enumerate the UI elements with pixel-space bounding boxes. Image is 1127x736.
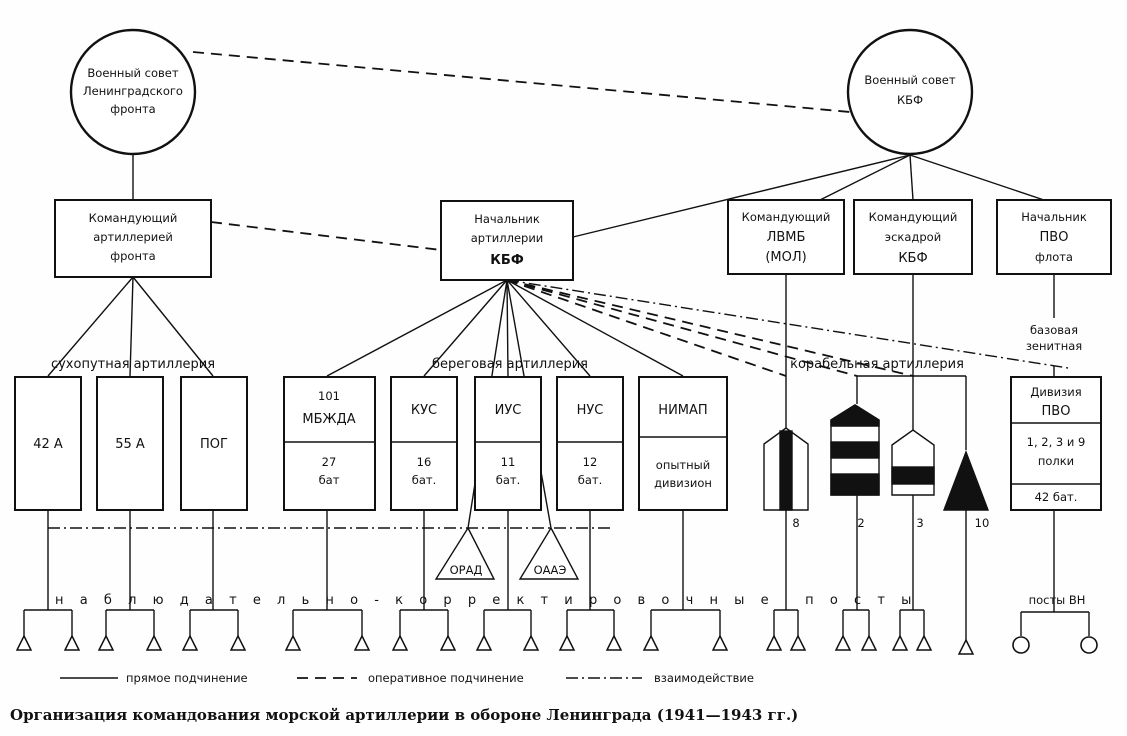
svg-text:42 А: 42 А: [33, 437, 63, 452]
unit-101-mbzhda: 101 МБЖДА 27 бат: [283, 376, 376, 511]
ship-number-8: 8: [792, 516, 799, 530]
legend-direct: прямое подчинение: [126, 671, 248, 685]
ship-number-10: 10: [975, 516, 990, 530]
svg-text:опытный: опытный: [656, 458, 710, 472]
svg-text:Начальник: Начальник: [474, 212, 540, 226]
box-chief-artillery-kbf: Начальник артиллерии КБФ: [440, 200, 574, 281]
ship-number-2: 2: [857, 516, 864, 530]
svg-text:ОРАД: ОРАД: [450, 563, 483, 577]
svg-text:Командующий: Командующий: [869, 210, 958, 224]
svg-text:Начальник: Начальник: [1021, 210, 1087, 224]
connector-lines: [23, 51, 1090, 640]
svg-text:27: 27: [322, 455, 337, 469]
label-posts-vn: посты ВН: [1029, 593, 1086, 607]
box-chief-pvo: Начальник ПВО флота: [996, 199, 1112, 275]
svg-text:артиллерии: артиллерии: [471, 231, 544, 245]
triangle-oaaz: ОААЭ: [518, 526, 580, 580]
svg-text:11: 11: [501, 455, 516, 469]
svg-text:флота: флота: [1035, 250, 1073, 264]
svg-text:(МОЛ): (МОЛ): [765, 250, 806, 265]
council-leningrad-line2: Ленинградского: [83, 84, 183, 98]
ship-symbol-2: 2: [830, 404, 880, 530]
unit-kus: КУС 16 бат.: [390, 376, 458, 511]
council-leningrad-line1: Военный совет: [87, 66, 178, 80]
label-land-artillery: сухопутная артиллерия: [51, 357, 215, 372]
svg-text:42 бат.: 42 бат.: [1035, 490, 1078, 504]
unit-55-army: 55 А: [96, 376, 164, 511]
svg-text:55 А: 55 А: [115, 437, 145, 452]
legend-interaction: взаимодействие: [654, 671, 754, 685]
svg-text:фронта: фронта: [110, 249, 155, 263]
svg-text:бат.: бат.: [496, 473, 521, 487]
svg-text:ПОГ: ПОГ: [200, 437, 228, 452]
ship-symbol-8: 8: [763, 427, 809, 530]
box-cmd-lvmb: Командующий ЛВМБ (МОЛ): [727, 199, 845, 275]
council-leningrad-front: Военный совет Ленинградского фронта: [69, 28, 197, 156]
svg-text:полки: полки: [1038, 454, 1074, 468]
label-aa-line1: базовая: [1030, 323, 1078, 337]
svg-text:НИМАП: НИМАП: [658, 403, 707, 418]
svg-text:МБЖДА: МБЖДА: [302, 412, 355, 427]
box-cmd-artillery-front: Командующий артиллерией фронта: [54, 199, 212, 278]
svg-text:101: 101: [318, 389, 340, 403]
figure-caption: Организация командования морской артилле…: [10, 706, 798, 724]
svg-text:КБФ: КБФ: [490, 253, 524, 268]
label-coastal-artillery: береговая артиллерия: [432, 357, 588, 372]
unit-pvo-division: Дивизия ПВО 1, 2, 3 и 9 полки 42 бат.: [1010, 376, 1102, 511]
svg-text:ПВО: ПВО: [1040, 230, 1069, 245]
svg-text:артиллерией: артиллерией: [93, 230, 173, 244]
council-kbf-line1: Военный совет: [864, 73, 955, 87]
svg-text:12: 12: [583, 455, 598, 469]
ship-number-3: 3: [916, 516, 923, 530]
svg-text:дивизион: дивизион: [654, 476, 712, 490]
council-kbf: Военный совет КБФ: [846, 28, 974, 156]
post-vn-circles: [1012, 636, 1098, 654]
label-ship-artillery: корабельная артиллерия: [790, 357, 964, 372]
svg-text:ЛВМБ: ЛВМБ: [767, 230, 806, 245]
svg-text:16: 16: [417, 455, 432, 469]
box-cmd-squadron: Командующий эскадрой КБФ: [853, 199, 973, 275]
unit-nimap: НИМАП опытный дивизион: [638, 376, 728, 511]
council-kbf-line2: КБФ: [897, 93, 923, 107]
svg-text:ПВО: ПВО: [1042, 404, 1071, 419]
svg-text:КБФ: КБФ: [898, 251, 927, 266]
svg-text:НУС: НУС: [577, 403, 604, 418]
svg-text:Командующий: Командующий: [742, 210, 831, 224]
svg-text:бат.: бат.: [412, 473, 437, 487]
ship-symbol-3: 3: [891, 429, 935, 530]
post-triangles: [15, 634, 975, 655]
svg-text:1, 2, 3 и 9: 1, 2, 3 и 9: [1027, 435, 1086, 449]
council-leningrad-line3: фронта: [110, 102, 155, 116]
label-observation-posts: наблюдательно-корректировочные посты: [55, 593, 928, 608]
unit-pog: ПОГ: [180, 376, 248, 511]
svg-text:бат.: бат.: [578, 473, 603, 487]
svg-text:эскадрой: эскадрой: [885, 230, 941, 244]
svg-text:КУС: КУС: [411, 403, 437, 418]
unit-nus: НУС 12 бат.: [556, 376, 624, 511]
unit-ius: ИУС 11 бат.: [474, 376, 542, 511]
triangle-orad: ОРАД: [434, 526, 496, 580]
legend: прямое подчинение оперативное подчинение…: [60, 671, 754, 685]
svg-text:Дивизия: Дивизия: [1030, 385, 1081, 399]
svg-text:бат: бат: [319, 473, 340, 487]
svg-text:ОААЭ: ОААЭ: [534, 563, 567, 577]
svg-text:Командующий: Командующий: [89, 211, 178, 225]
svg-text:ИУС: ИУС: [495, 403, 522, 418]
ship-symbol-10: 10: [942, 450, 990, 530]
unit-42-army: 42 А: [14, 376, 82, 511]
legend-operative: оперативное подчинение: [368, 671, 524, 685]
label-aa-line2: зенитная: [1026, 339, 1082, 353]
